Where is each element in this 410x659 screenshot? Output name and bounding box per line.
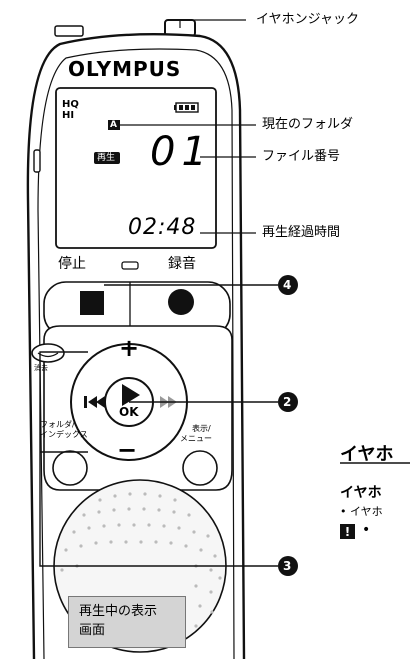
battery-icon (174, 102, 199, 113)
body-inner-edge (37, 48, 235, 659)
note-line-1: 再生中の表示 (79, 604, 158, 619)
plus-label[interactable]: + (119, 334, 140, 362)
svg-text:!: ! (345, 525, 350, 539)
display-menu-label-1: 表示/ (192, 424, 211, 433)
label-file-number: ファイル番号 (262, 149, 341, 164)
erase-button[interactable] (31, 343, 65, 363)
play-icon (122, 384, 140, 406)
label-current-folder: 現在のフォルダ (262, 117, 354, 132)
quality-hq: HQ (62, 99, 79, 110)
callout-3-number: 3 (283, 559, 292, 573)
erase-label: 消去 (34, 364, 48, 372)
callout-2-number: 2 (283, 395, 292, 409)
section-heading: イヤホ (340, 444, 394, 465)
rec-label: 録音 (168, 256, 196, 272)
section-subheading: イヤホ (340, 485, 382, 501)
ok-label: OK (119, 405, 139, 419)
indicator-lamp (121, 261, 139, 270)
display-menu-button[interactable] (182, 450, 218, 486)
callout-3 (278, 556, 298, 576)
folder-index-button[interactable] (52, 450, 88, 486)
play-badge-label: 再生 (97, 153, 116, 163)
quality-hi: HI (62, 110, 75, 121)
file-number: 01 (150, 129, 213, 175)
label-elapsed-time: 再生経過時間 (262, 225, 341, 240)
side-switch (33, 149, 41, 173)
note-line-2: 画面 (79, 623, 106, 638)
callout-4 (278, 275, 298, 295)
warning-bullet: • (362, 522, 371, 538)
elapsed-time: 02:48 (128, 215, 197, 240)
callout-4-number: 4 (283, 278, 292, 292)
lcd-screen (55, 87, 217, 249)
warning-icon (340, 524, 355, 539)
minus-label[interactable]: − (117, 436, 138, 464)
callout-2 (278, 392, 298, 412)
folder-index-label-2: インデックス (40, 430, 88, 439)
label-earphone-jack: イヤホンジャック (256, 12, 359, 27)
record-icon (168, 289, 194, 315)
play-badge (94, 152, 120, 164)
section-bullet: • イヤホ (340, 505, 383, 518)
folder-letter: A (110, 120, 117, 130)
display-menu-label-2: メニュー (180, 434, 212, 443)
stop-label: 停止 (58, 256, 86, 272)
brand-logo: OLYMPUS (68, 57, 182, 81)
folder-badge-icon (108, 120, 120, 130)
display-note-box: 再生中の表示 画面 (68, 596, 186, 648)
top-slot (54, 25, 84, 37)
stop-icon (80, 291, 104, 315)
folder-index-label-1: フォルダ/ (40, 420, 75, 429)
rewind-icon (84, 396, 105, 408)
